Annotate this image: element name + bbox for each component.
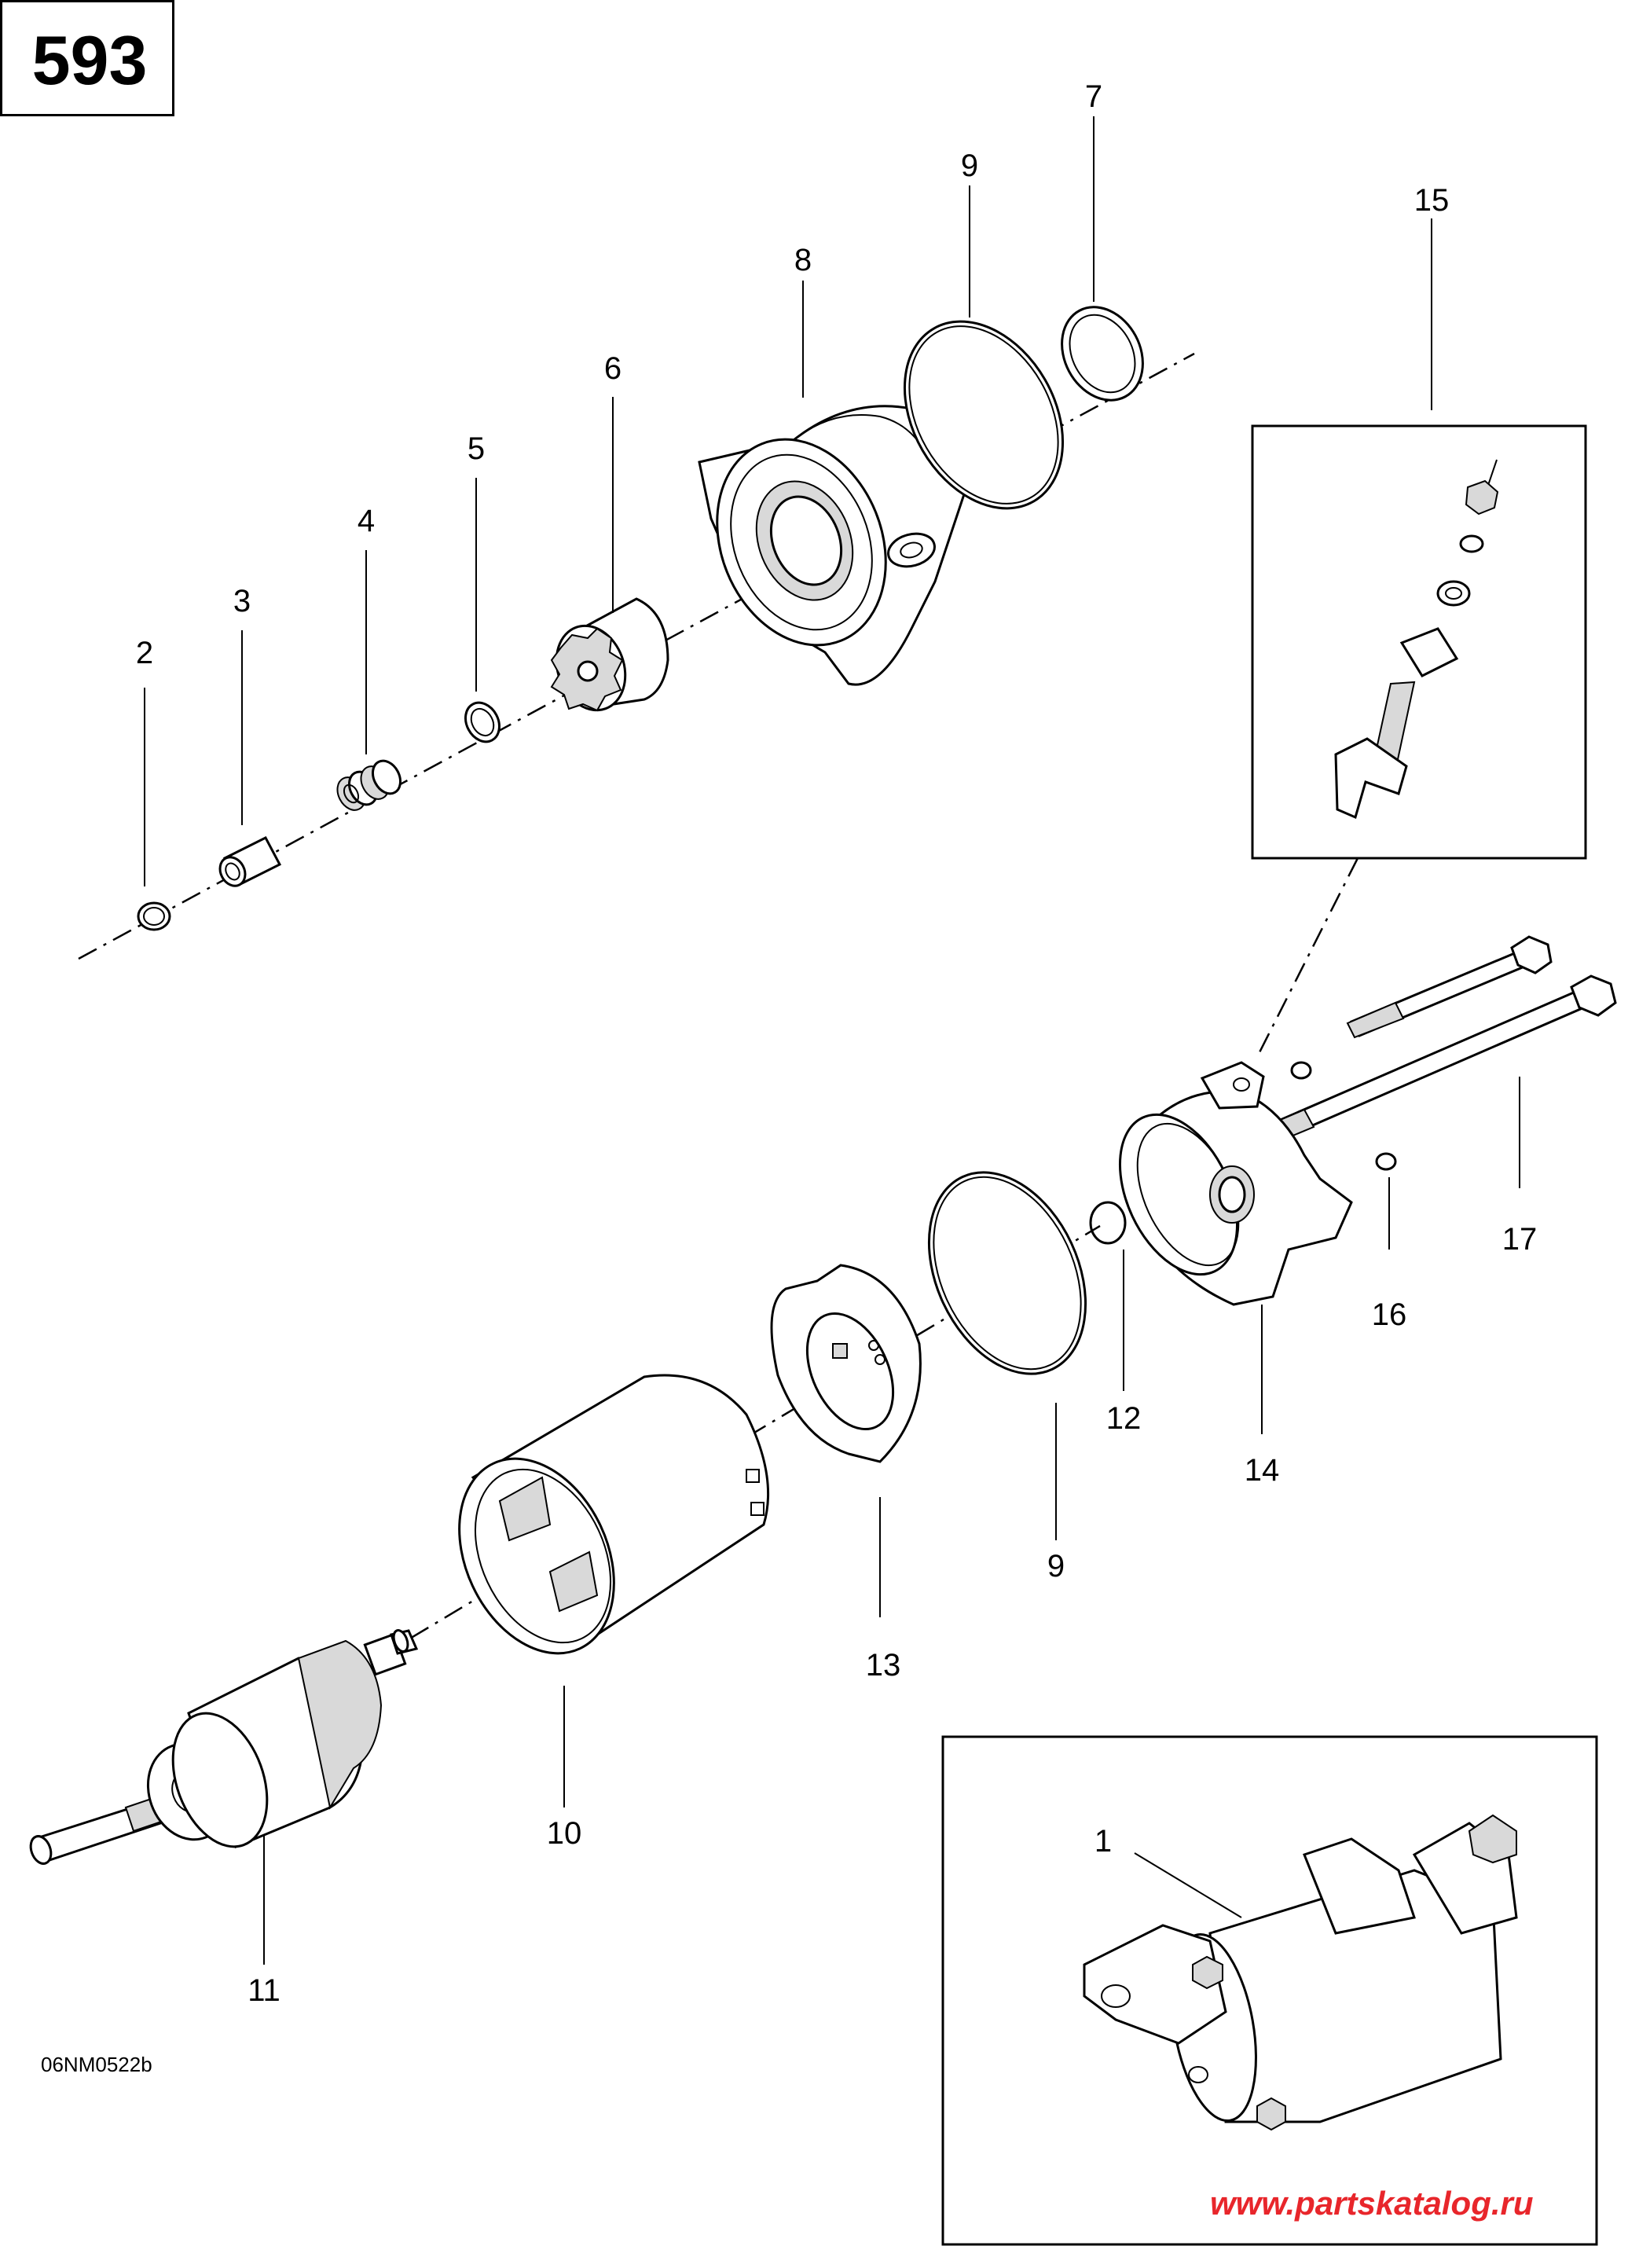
part-4-spring[interactable] [332, 756, 406, 815]
leader-1 [1134, 1852, 1242, 1918]
callout-7: 7 [1085, 79, 1102, 114]
watermark-text: www.partskatalog.ru [1210, 2185, 1534, 2222]
callout-4: 4 [358, 504, 375, 538]
callout-14: 14 [1245, 1453, 1280, 1488]
part-16-lock-washer[interactable] [1375, 1152, 1397, 1171]
part-11-armature[interactable] [28, 1628, 419, 1866]
callout-12: 12 [1106, 1401, 1142, 1436]
part-2-retaining-ring[interactable] [137, 901, 171, 931]
part-1-starter-assembly-inset[interactable] [941, 1735, 1598, 2246]
part-12-o-ring[interactable] [1089, 1201, 1127, 1245]
callout-9-upper: 9 [961, 149, 978, 183]
bolt-upper[interactable] [1346, 935, 1553, 1039]
part-5-snap-ring[interactable] [459, 697, 506, 748]
part-10-yoke-housing[interactable] [429, 1374, 770, 1679]
callout-15: 15 [1414, 183, 1450, 218]
callout-1: 1 [1094, 1824, 1112, 1859]
part-6-pinion-drive[interactable] [545, 597, 669, 720]
callout-2: 2 [136, 636, 153, 670]
page-number: 593 [31, 21, 148, 99]
callout-6: 6 [604, 351, 622, 386]
callout-8: 8 [794, 243, 812, 277]
callout-16: 16 [1372, 1297, 1407, 1332]
callout-9-lower: 9 [1047, 1549, 1065, 1584]
part-13-brush-plate[interactable] [770, 1264, 922, 1463]
callout-10: 10 [547, 1816, 582, 1851]
callout-3: 3 [233, 584, 251, 618]
callout-5: 5 [468, 431, 485, 466]
callout-13: 13 [866, 1648, 901, 1683]
part-15-terminal-kit-inset[interactable] [1251, 424, 1587, 860]
inset-leader-line [1256, 857, 1359, 1058]
part-3-sleeve[interactable] [215, 836, 282, 890]
page-number-box: 593 [0, 0, 174, 116]
part-14-end-cover[interactable] [1096, 1061, 1353, 1306]
callout-11: 11 [248, 1973, 280, 2008]
part-9-o-ring-upper[interactable] [873, 293, 1095, 537]
part-9-o-ring-lower[interactable] [898, 1147, 1116, 1400]
part-8-drive-housing[interactable] [688, 405, 968, 686]
drawing-reference-code: 06NM0522b [41, 2053, 152, 2076]
part-7-washer[interactable] [1047, 293, 1159, 415]
lock-washer-upper[interactable] [1290, 1061, 1312, 1080]
callout-17: 17 [1502, 1222, 1538, 1257]
